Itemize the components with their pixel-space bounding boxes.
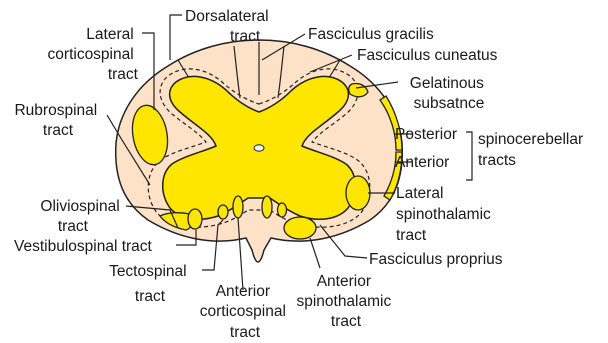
label-anterior-spinothalamic-3: tract bbox=[331, 313, 362, 330]
anterior-corticospinal-tract-right bbox=[262, 196, 272, 218]
label-vestibulospinal: Vestibulospinal tract bbox=[14, 238, 153, 255]
label-anterior-spinothalamic-1: Anterior bbox=[317, 273, 371, 290]
label-fasciculus-cuneatus: Fasciculus cuneatus bbox=[357, 47, 498, 64]
label-lateral-corticospinal-2: corticospinal bbox=[48, 46, 134, 63]
label-anterior-spinothalamic: Anterior spinothalamic tract bbox=[296, 273, 395, 330]
label-spinocerebellar-2: tracts bbox=[478, 152, 516, 169]
label-tectospinal-2: tract bbox=[135, 288, 166, 305]
label-rubrospinal: Rubrospinal tract bbox=[14, 102, 101, 139]
label-oliviospinal-1: Oliviospinal bbox=[40, 198, 119, 215]
lateral-spinothalamic-tract bbox=[346, 176, 370, 210]
label-anterior-corticospinal-2: corticospinal bbox=[200, 303, 286, 320]
label-oliviospinal: Oliviospinal tract bbox=[40, 198, 124, 235]
leader-dorsolateral bbox=[170, 15, 182, 60]
label-dorsolateral: Dorsalateral tract bbox=[185, 8, 273, 45]
label-fasciculus-gracilis: Fasciculus gracilis bbox=[308, 26, 434, 43]
label-lateral-corticospinal: Lateral corticospinal tract bbox=[48, 26, 139, 83]
label-gelatinous-2: subsatnce bbox=[414, 95, 485, 112]
label-anterior-corticospinal-3: tract bbox=[230, 324, 261, 341]
label-anterior: Anterior bbox=[395, 154, 449, 171]
vestibulospinal-tract bbox=[188, 209, 202, 229]
spinocerebellar-bracket bbox=[466, 132, 472, 180]
label-dorsolateral-2: tract bbox=[230, 28, 261, 45]
label-gelatinous: Gelatinous subsatnce bbox=[410, 75, 488, 112]
label-dorsolateral-1: Dorsalateral bbox=[185, 8, 269, 25]
anterior-spinothalamic-tract bbox=[284, 217, 316, 239]
label-lateral-spinothalamic: Lateral spinothalamic tract bbox=[396, 185, 495, 244]
label-anterior-corticospinal: Anterior corticospinal tract bbox=[200, 283, 290, 341]
label-tectospinal: Tectospinal tract bbox=[109, 263, 191, 305]
leader-anterior-spinothalamic bbox=[310, 238, 320, 268]
label-fasciculus-proprius: Fasciculus proprius bbox=[369, 251, 503, 268]
label-posterior: Posterior bbox=[395, 126, 457, 143]
label-rubrospinal-2: tract bbox=[43, 122, 74, 139]
label-rubrospinal-1: Rubrospinal bbox=[14, 102, 97, 119]
central-canal bbox=[254, 145, 264, 151]
label-tectospinal-1: Tectospinal bbox=[109, 263, 187, 280]
label-lateral-corticospinal-3: tract bbox=[108, 66, 139, 83]
label-anterior-corticospinal-1: Anterior bbox=[216, 283, 270, 300]
tectospinal-tract bbox=[218, 205, 228, 219]
label-spinocerebellar-1: spinocerebellar bbox=[478, 131, 583, 148]
label-lateral-corticospinal-1: Lateral bbox=[86, 26, 133, 43]
label-anterior-spinothalamic-2: spinothalamic bbox=[296, 293, 391, 310]
label-lateral-spinothalamic-3: tract bbox=[396, 227, 427, 244]
label-gelatinous-1: Gelatinous bbox=[410, 75, 484, 92]
label-lateral-spinothalamic-1: Lateral bbox=[396, 185, 443, 202]
right-tectospinal-tract bbox=[278, 203, 287, 217]
label-lateral-spinothalamic-2: spinothalamic bbox=[396, 206, 491, 223]
anterior-corticospinal-tract-left bbox=[233, 196, 243, 218]
label-oliviospinal-2: tract bbox=[58, 218, 89, 235]
label-spinocerebellar: spinocerebellar tracts bbox=[478, 131, 587, 169]
